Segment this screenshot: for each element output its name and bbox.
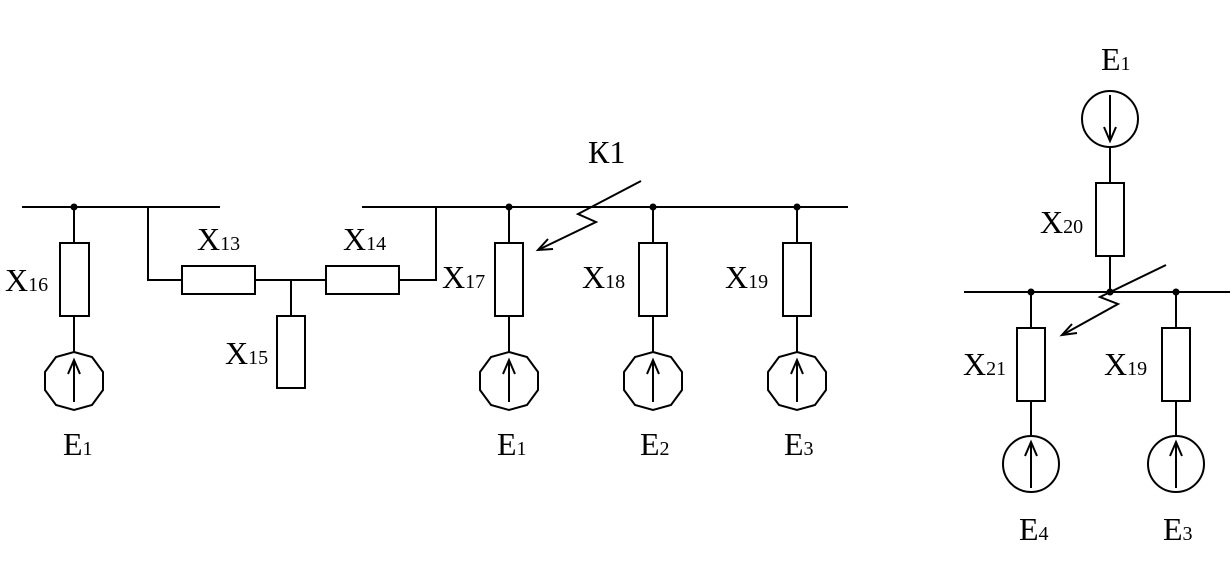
fault-label: К1: [588, 134, 625, 170]
x18-branch: [623, 203, 683, 412]
resistor-x19: [782, 242, 812, 317]
left-scheme: К1 X16 X13 X14 X15 X17 X18 X19 E1 E1 E2 …: [5, 134, 848, 462]
x17-branch: [479, 203, 539, 412]
label-x13: X13: [197, 221, 240, 257]
resistor-x14: [325, 265, 400, 295]
resistor-x13: [181, 265, 256, 295]
label-e4: E4: [1019, 511, 1049, 547]
label-x19-right: X19: [1104, 346, 1147, 382]
label-e1-right: E1: [1101, 41, 1131, 77]
label-e2: E2: [640, 426, 670, 462]
resistor-x17: [494, 242, 524, 317]
source-e2: [623, 350, 683, 412]
source-e3-right: [1147, 435, 1205, 493]
resistor-x20: [1095, 182, 1125, 257]
label-x19: X19: [725, 259, 768, 295]
source-e3: [767, 350, 827, 412]
x16-branch: [44, 203, 104, 412]
label-x20: X20: [1040, 204, 1083, 240]
label-e3-right: E3: [1163, 511, 1193, 547]
source-e4: [1002, 435, 1060, 493]
resistor-x21: [1016, 327, 1046, 402]
source-e1b: [479, 350, 539, 412]
source-e1a: [44, 350, 104, 412]
label-x18: X18: [582, 259, 625, 295]
label-x21: X21: [963, 346, 1006, 382]
label-x16: X16: [5, 262, 48, 298]
right-scheme: E1 X20 X21 X19 E4 E3: [963, 41, 1230, 547]
label-e1a: E1: [63, 426, 93, 462]
label-e3: E3: [784, 426, 814, 462]
x19-branch: [767, 203, 827, 412]
label-x15: X15: [225, 335, 268, 371]
label-x14: X14: [343, 221, 386, 257]
resistor-x19-right: [1161, 327, 1191, 402]
resistor-x16: [59, 242, 90, 317]
resistor-x18: [638, 242, 668, 317]
label-e1b: E1: [497, 426, 527, 462]
series-chain: [147, 207, 437, 389]
fault-k1-marker: [535, 180, 642, 252]
resistor-x15: [276, 315, 306, 389]
label-x17: X17: [442, 259, 485, 295]
fault-marker-right: [1059, 264, 1167, 337]
